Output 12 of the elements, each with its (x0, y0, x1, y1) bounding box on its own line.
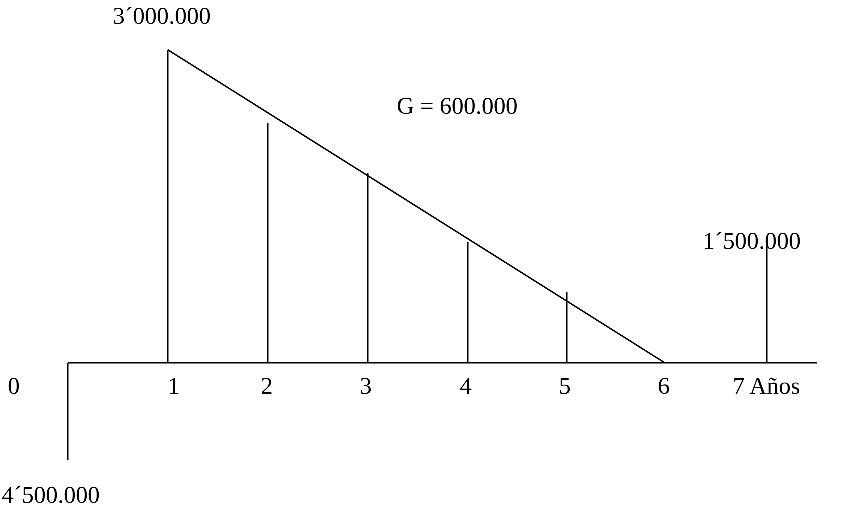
period-label: 2 (261, 373, 273, 402)
period-label: 6 (658, 373, 670, 402)
period-label: 3 (360, 373, 372, 402)
amount-label: 4´500.000 (2, 482, 100, 511)
amount-label: G = 600.000 (397, 93, 518, 122)
period-label: 5 (559, 373, 571, 402)
amount-label: 3´000.000 (113, 3, 211, 32)
period-label: 7 Años (733, 373, 800, 402)
amount-label: 1´500.000 (703, 228, 801, 257)
period-label: 4 (460, 373, 472, 402)
period-label: 1 (168, 373, 180, 402)
period-label: 0 (8, 373, 20, 402)
